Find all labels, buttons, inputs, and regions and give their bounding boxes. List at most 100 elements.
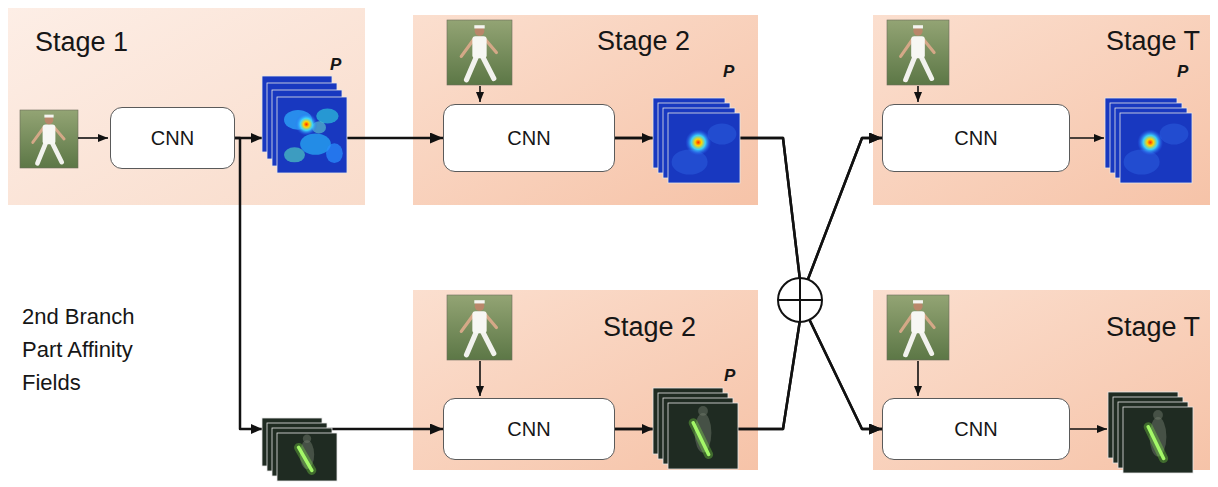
arrow-head	[251, 424, 262, 434]
player-legs	[906, 331, 932, 354]
output-label: P	[330, 55, 341, 75]
photo-ground	[20, 110, 78, 168]
player-head	[475, 26, 485, 36]
arrow-head	[642, 133, 653, 143]
output-label: P	[724, 366, 735, 386]
cnn-label: CNN	[954, 417, 997, 441]
cnn-box: CNN	[443, 398, 615, 460]
map-sheet	[668, 403, 738, 469]
input-wire	[1070, 428, 1107, 430]
player-shirt	[911, 311, 925, 333]
affinity-field-stack	[262, 418, 337, 481]
stage-title: Stage 1	[8, 27, 365, 58]
stage-title: Stage T	[873, 26, 1210, 57]
cnn-box: CNN	[443, 104, 615, 172]
player-legs	[37, 142, 61, 163]
faint-figure	[303, 435, 311, 443]
stage-title: Stage T	[873, 312, 1210, 343]
output-label: P	[723, 62, 734, 82]
heatmap-blob	[284, 147, 305, 162]
player-cap	[913, 300, 923, 303]
player-shirt	[472, 311, 486, 333]
stage-panel-ground	[873, 15, 1210, 205]
player-cap	[474, 25, 484, 28]
map-sheet	[277, 433, 337, 481]
sum-symbol	[778, 278, 822, 322]
stage-panel: Stage 1 CNN	[8, 8, 365, 205]
input-image	[447, 295, 512, 360]
map-sheet	[1123, 407, 1193, 473]
input-wire	[78, 137, 108, 139]
flow-connector	[615, 138, 882, 429]
photo-ground	[447, 295, 512, 360]
sum-cross	[778, 278, 822, 322]
heatmap-blob	[708, 124, 737, 145]
cnn-box: CNN	[110, 107, 235, 169]
cnn-box: CNN	[882, 104, 1070, 172]
affinity-glow	[1148, 427, 1163, 459]
input-wire	[917, 361, 919, 396]
player-legs	[906, 56, 932, 79]
player-shirt	[472, 36, 486, 58]
output-label: P	[1177, 62, 1188, 82]
input-wire	[479, 361, 481, 396]
cnn-label: CNN	[954, 126, 997, 150]
affinity-vector	[299, 447, 312, 470]
confidence-map-stack	[262, 76, 347, 173]
stage-panel: Stage T CNN	[873, 15, 1210, 205]
heatmap-blob	[1160, 124, 1189, 145]
player-head	[475, 301, 485, 311]
flow-connector	[235, 138, 443, 429]
input-image	[447, 20, 512, 85]
heatmap-peak	[685, 129, 711, 155]
input-image	[887, 20, 949, 85]
confidence-map-stack	[1105, 98, 1192, 183]
affinity-vector	[693, 423, 708, 455]
branch-label: 2nd Branch Part Affinity Fields	[22, 300, 170, 399]
map-sheet	[668, 113, 740, 183]
player-cap	[913, 25, 923, 28]
player-cap	[474, 300, 484, 303]
player-shirt	[911, 36, 925, 58]
player-legs	[467, 331, 494, 354]
affinity-field-stack	[653, 388, 738, 469]
stage-panel-ground	[8, 8, 365, 205]
affinity-glow	[299, 447, 312, 470]
input-wire	[479, 86, 481, 102]
arrow-head	[251, 133, 262, 143]
map-sheet	[277, 97, 347, 173]
affinity-glow	[693, 423, 708, 455]
heatmap-blob	[316, 108, 338, 123]
cnn-label: CNN	[507, 417, 550, 441]
photo-ground	[887, 20, 949, 85]
heatmap-peak	[295, 113, 317, 135]
faint-figure	[698, 406, 708, 416]
cnn-label: CNN	[151, 126, 194, 150]
photo-ground	[447, 20, 512, 85]
stage-panel: Stage 2 CNN	[413, 15, 758, 205]
stage-panel: Stage 2 CNN	[413, 290, 758, 470]
heatmap-blob	[326, 143, 343, 163]
player-shirt	[43, 125, 56, 145]
player-head	[45, 116, 54, 125]
affinity-field-stack	[1108, 392, 1193, 473]
flow-connector	[615, 138, 882, 429]
stage-panel: Stage T CNN	[873, 290, 1210, 470]
stage-title: Stage 2	[413, 312, 758, 343]
cnn-label: CNN	[507, 126, 550, 150]
stage-panel-ground	[413, 290, 758, 470]
heatmap-peak	[1137, 129, 1163, 155]
player-legs	[467, 56, 494, 79]
stage-title: Stage 2	[413, 26, 758, 57]
player-cap	[44, 115, 53, 118]
sum-circle	[778, 278, 822, 322]
input-wire	[1070, 137, 1104, 139]
faint-figure	[1153, 410, 1163, 420]
photo-ground	[887, 295, 949, 360]
confidence-map-stack	[653, 98, 740, 183]
input-wire	[917, 86, 919, 102]
stage-panel-ground	[413, 15, 758, 205]
cnn-box: CNN	[882, 398, 1070, 460]
arrow-head	[642, 424, 653, 434]
map-sheet	[1120, 113, 1192, 183]
